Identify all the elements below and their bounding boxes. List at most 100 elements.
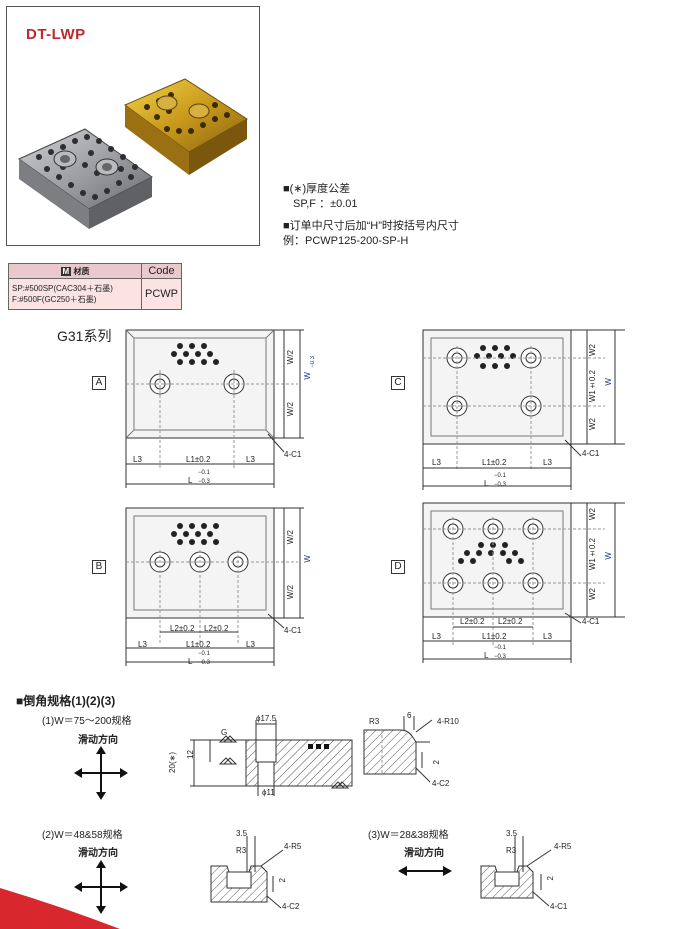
- d-l1: L1±0.2: [482, 632, 507, 641]
- b-w-half-bot: W/2: [286, 585, 295, 600]
- b-w: W: [303, 555, 312, 563]
- a-w-half-bot: W/2: [286, 402, 295, 417]
- chamfer-detail-1: [363, 716, 433, 783]
- s1-h20: 20(∗): [168, 752, 177, 773]
- s2-n2: 2: [278, 878, 287, 883]
- drawing-c: [422, 329, 625, 490]
- chamfer-spec-1: (1)W＝75～200规格: [42, 716, 132, 727]
- order-heading: ■订单中尺寸后加“H”时按括号内尺寸: [283, 220, 459, 232]
- d-l2-right: L2±0.2: [498, 617, 523, 626]
- a-l-tol-top: −0.1: [198, 470, 210, 476]
- order-example: 例：PCWP125-200-SP-H: [283, 235, 409, 247]
- c-w: W: [604, 378, 613, 386]
- b-l: L: [188, 657, 193, 666]
- drawing-b-letter: B: [92, 560, 106, 574]
- s3-n2: 2: [546, 876, 555, 881]
- s1-d175: ϕ17.5: [256, 714, 277, 723]
- chamfer-spec-2: (2)W＝48&58规格: [42, 830, 123, 841]
- a-w: W: [303, 372, 312, 380]
- d-l-tol-top: −0.1: [494, 645, 506, 651]
- c-l3-left: L3: [432, 458, 441, 467]
- s1-n2: 2: [432, 760, 441, 765]
- s1-r10: 4-R10: [437, 717, 459, 726]
- b-l-tol-top: −0.1: [198, 651, 210, 657]
- s1-d11: ϕ11: [262, 788, 275, 797]
- s2-r5: 4-R5: [284, 842, 302, 851]
- b-l3-right: L3: [246, 640, 255, 649]
- a-w-tol: −0.3: [310, 356, 316, 368]
- s3-r3: R3: [506, 846, 517, 855]
- material-row: SP:#500SP(CAC304＋石墨) F:#500F(GC250＋石墨) P…: [8, 278, 182, 310]
- material-table-header: M 材质 Code: [8, 263, 182, 279]
- b-chamfer: 4-C1: [284, 626, 302, 635]
- chamfer-detail-2: [210, 836, 284, 909]
- s3-n35: 3.5: [506, 829, 518, 838]
- chamfer-section-1: [190, 720, 353, 796]
- b-l3-left: L3: [138, 640, 147, 649]
- tolerance-heading: ■(∗)厚度公差: [283, 183, 351, 195]
- s1-c2: 4-C2: [432, 779, 450, 788]
- four-way-arrow-icon: [74, 860, 128, 914]
- slide-direction-2: 滑动方向: [78, 848, 118, 859]
- b-l2-left: L2±0.2: [170, 624, 195, 633]
- d-l: L: [484, 651, 489, 660]
- c-l3-right: L3: [543, 458, 552, 467]
- a-l: L: [188, 476, 193, 485]
- product-photo: [18, 78, 248, 229]
- d-w2-bot: W2: [588, 588, 597, 600]
- d-l2-left: L2±0.2: [460, 617, 485, 626]
- s1-h12: 12: [186, 750, 195, 759]
- drawing-d: [422, 502, 625, 663]
- chamfer-detail-3: [480, 836, 552, 907]
- product-title: DT-LWP: [26, 26, 86, 43]
- material-line-2: F:#500F(GC250＋石墨): [12, 295, 97, 304]
- red-corner-decoration: [0, 888, 120, 929]
- four-way-arrow-icon: [74, 746, 128, 800]
- material-table: M 材质 Code SP:#500SP(CAC304＋石墨) F:#500F(G…: [8, 263, 182, 310]
- b-l2-right: L2±0.2: [204, 624, 229, 633]
- chamfer-title: ■倒角规格(1)(2)(3): [16, 694, 116, 708]
- a-w-half-top: W/2: [286, 350, 295, 365]
- c-w2-bot: W2: [588, 418, 597, 430]
- drawing-c-letter: C: [391, 376, 405, 390]
- material-col-header: M 材质: [8, 263, 142, 279]
- d-chamfer: 4-C1: [582, 617, 600, 626]
- series-label: G31系列: [57, 328, 112, 344]
- c-l1: L1±0.2: [482, 458, 507, 467]
- chamfer-spec-3: (3)W＝28&38规格: [368, 830, 449, 841]
- s2-c2: 4-C2: [282, 902, 300, 911]
- a-l-tol-bot: −0.3: [198, 479, 210, 485]
- material-cell: SP:#500SP(CAC304＋石墨) F:#500F(GC250＋石墨): [8, 278, 142, 310]
- slide-direction-3: 滑动方向: [404, 848, 444, 859]
- s1-r3: R3: [369, 717, 380, 726]
- b-l1: L1±0.2: [186, 640, 211, 649]
- material-col-label: 材质: [73, 266, 90, 276]
- b-l-tol-bot: −0.3: [198, 660, 210, 666]
- s3-r5: 4-R5: [554, 842, 572, 851]
- s2-n35: 3.5: [236, 829, 248, 838]
- code-cell: PCWP: [141, 278, 182, 310]
- s3-c1: 4-C1: [550, 902, 568, 911]
- c-chamfer: 4-C1: [582, 449, 600, 458]
- s2-r3: R3: [236, 846, 247, 855]
- d-w: W: [604, 552, 613, 560]
- material-icon: M: [60, 266, 72, 276]
- c-w1: W1±0.2: [588, 370, 597, 403]
- drawing-a: [125, 329, 304, 488]
- two-way-arrow-icon: [398, 866, 452, 876]
- d-l3-left: L3: [432, 632, 441, 641]
- material-line-1: SP:#500SP(CAC304＋石墨): [12, 284, 113, 293]
- s1-g: G: [221, 728, 228, 737]
- d-w1: W1±0.2: [588, 538, 597, 571]
- b-w-half-top: W/2: [286, 530, 295, 545]
- drawing-d-letter: D: [391, 560, 405, 574]
- a-l1: L1±0.2: [186, 455, 211, 464]
- d-w2-top: W2: [588, 508, 597, 520]
- c-l: L: [484, 479, 489, 488]
- tolerance-value: SP,F ：±0.01: [293, 198, 358, 210]
- drawing-a-letter: A: [92, 376, 106, 390]
- product-photo-frame: [6, 6, 260, 246]
- a-l3-left: L3: [133, 455, 142, 464]
- d-l-tol-bot: −0.3: [494, 654, 506, 660]
- drawing-b: [125, 507, 304, 666]
